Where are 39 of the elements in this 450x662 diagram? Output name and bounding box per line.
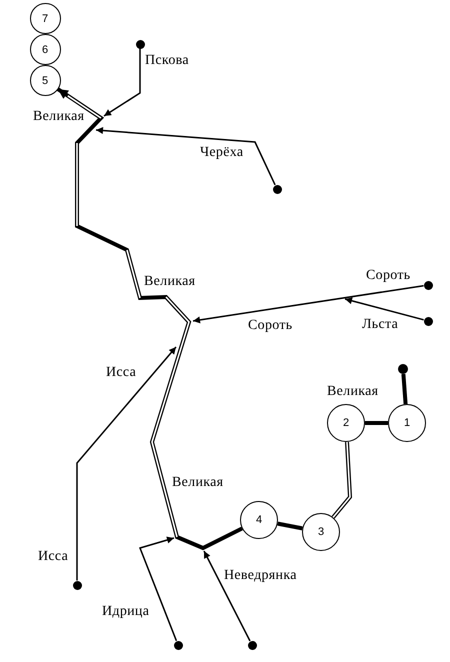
numbered-circle (30, 65, 60, 96)
river-name: Сороть (366, 268, 410, 284)
river-name: Идрица (102, 604, 150, 620)
station-number: 7 (42, 12, 48, 24)
station-number: 2 (342, 417, 350, 429)
station-number: 4 (256, 514, 262, 526)
river-line (277, 522, 303, 530)
numbered-circle (302, 513, 340, 551)
river-arrow (139, 536, 178, 642)
numbered-circle (30, 34, 60, 65)
station-number: 1 (404, 417, 410, 429)
river-line (401, 374, 408, 404)
river-arrow (104, 48, 141, 117)
river-arrow (96, 127, 276, 186)
river-arrow (56, 87, 243, 550)
river-name: Сороть (248, 318, 292, 334)
station-number: 5 (42, 74, 48, 86)
station-number: 3 (318, 526, 324, 538)
river-arrow (76, 346, 177, 580)
numbered-circle (240, 501, 278, 539)
source-dot (248, 640, 256, 650)
river-arrow (344, 297, 424, 321)
source-dot (72, 580, 82, 590)
river-line (332, 442, 352, 519)
river-arrow (192, 284, 424, 324)
station-number: 6 (42, 44, 48, 56)
source-dot (424, 316, 432, 326)
numbered-circle (388, 404, 426, 442)
source-dot (272, 184, 282, 194)
numbered-circle (30, 3, 60, 34)
numbered-circle (327, 404, 365, 442)
river-arrow (203, 550, 251, 642)
source-dot (174, 640, 182, 650)
source-dot (136, 40, 144, 48)
river-name: Неведрянка (224, 568, 297, 584)
river-name: Черёха (200, 145, 244, 161)
river-line (365, 421, 388, 425)
source-dot (398, 364, 408, 374)
source-dot (424, 280, 432, 290)
